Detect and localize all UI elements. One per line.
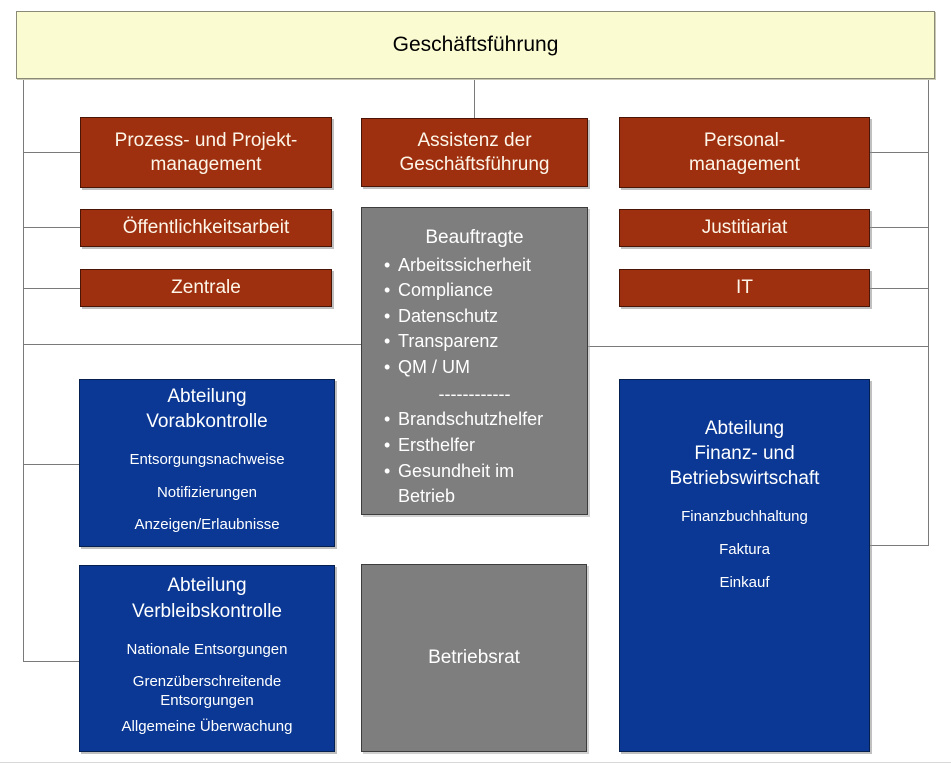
department-title-line2: Verbleibskontrolle xyxy=(132,600,282,622)
box-abteilung-finanz-und-betriebswirtschaft[interactable]: Abteilung Finanz- und Betriebswirtschaft… xyxy=(619,379,870,752)
list-item: Compliance xyxy=(384,278,587,304)
department-task: Faktura xyxy=(719,540,770,558)
department-task: Einkauf xyxy=(719,573,770,591)
box-label-line2: management xyxy=(150,153,262,175)
department-task: Finanzbuchhaltung xyxy=(681,508,808,526)
box-assistenz-der-geschaeftsfuehrung[interactable]: Assistenz der Geschäftsführung xyxy=(361,118,588,187)
connector-right-spine xyxy=(928,78,929,545)
department-task: Anzeigen/Erlaubnisse xyxy=(134,516,280,534)
list-item: Ersthelfer xyxy=(384,433,587,459)
department-task: Nationale Entsorgungen xyxy=(126,640,288,658)
connector-left-stub-3 xyxy=(23,288,81,289)
box-prozess-und-projektmanagement[interactable]: Prozess- und Projekt- management xyxy=(80,117,332,188)
box-oeffentlichkeitsarbeit[interactable]: Öffentlichkeitsarbeit xyxy=(80,209,332,247)
box-label-line1: IT xyxy=(736,277,753,299)
list-item: Arbeitssicherheit xyxy=(384,253,587,279)
department-title-line3: Betriebswirtschaft xyxy=(669,468,820,490)
department-title: Abteilung Verbleibskontrolle xyxy=(132,573,282,623)
department-title-line1: Abteilung xyxy=(167,575,247,597)
department-title-line2: Vorabkontrolle xyxy=(146,410,268,432)
list-item: Datenschutz xyxy=(384,304,587,330)
department-task: Notifizierungen xyxy=(156,483,258,501)
connector-divider-left xyxy=(23,344,362,345)
department-title: Abteilung Finanz- und Betriebswirtschaft xyxy=(670,416,820,491)
box-abteilung-verbleibskontrolle[interactable]: Abteilung Verbleibskontrolle Nationale E… xyxy=(79,565,335,752)
list-item: Gesundheit im xyxy=(384,459,587,485)
box-label: Betriebsrat xyxy=(428,647,520,668)
beauftragte-list-secondary: Brandschutzhelfer Ersthelfer Gesundheit … xyxy=(362,407,587,509)
department-task: Entsorgungsnachweise xyxy=(129,450,285,468)
department-title: Abteilung Vorabkontrolle xyxy=(146,384,267,434)
beauftragte-list-primary: Arbeitssicherheit Compliance Datenschutz… xyxy=(362,253,587,381)
connector-left-stub-4 xyxy=(23,464,81,465)
box-it[interactable]: IT xyxy=(619,269,870,307)
connector-divider-right xyxy=(587,346,929,347)
box-label-line1: Öffentlichkeitsarbeit xyxy=(122,217,290,239)
box-label-line2: management xyxy=(689,153,800,175)
connector-right-stub-3 xyxy=(869,288,929,289)
box-geschaeftsfuehrung[interactable]: Geschäftsführung xyxy=(16,11,935,79)
box-beauftragte[interactable]: Beauftragte Arbeitssicherheit Compliance… xyxy=(361,207,588,515)
beauftragte-separator: ------------ xyxy=(438,384,511,405)
connector-left-stub-2 xyxy=(23,227,81,228)
box-label-line1: Assistenz der xyxy=(417,130,532,152)
connector-center-stem xyxy=(474,78,475,118)
box-justitiariat[interactable]: Justitiariat xyxy=(619,209,870,247)
list-item: Brandschutzhelfer xyxy=(384,407,587,433)
connector-right-stub-4 xyxy=(869,545,929,546)
list-item-continuation: Betrieb xyxy=(398,486,456,507)
box-label-line1: Justitiariat xyxy=(701,217,788,239)
footer-rule xyxy=(0,762,951,763)
department-task: Allgemeine Überwachung xyxy=(121,717,293,735)
box-label-line1: Personal- xyxy=(703,130,786,152)
department-task: Grenzüberschreitende Entsorgungen xyxy=(133,673,281,711)
beauftragte-title: Beauftragte xyxy=(425,227,524,248)
department-task-line1: Grenzüberschreitende xyxy=(132,673,282,691)
list-item: QM / UM xyxy=(384,355,587,381)
box-betriebsrat[interactable]: Betriebsrat xyxy=(361,564,587,752)
department-title-line2: Finanz- und xyxy=(694,443,795,465)
list-item: Transparenz xyxy=(384,329,587,355)
box-zentrale[interactable]: Zentrale xyxy=(80,269,332,307)
connector-left-stub-5 xyxy=(23,661,81,662)
box-label-line1: Prozess- und Projekt- xyxy=(114,130,298,152)
connector-left-spine xyxy=(23,78,24,662)
box-label: Geschäftsführung xyxy=(392,33,559,56)
department-task-line2: Entsorgungen xyxy=(160,692,254,710)
box-personalmanagement[interactable]: Personal- management xyxy=(619,117,870,188)
connector-left-stub-1 xyxy=(23,152,81,153)
department-title-line1: Abteilung xyxy=(704,418,785,439)
box-label-line1: Zentrale xyxy=(171,277,241,299)
box-abteilung-vorabkontrolle[interactable]: Abteilung Vorabkontrolle Entsorgungsnach… xyxy=(79,379,335,547)
connector-right-stub-2 xyxy=(869,227,929,228)
department-title-line1: Abteilung xyxy=(167,385,247,407)
connector-right-stub-1 xyxy=(869,152,929,153)
box-label-line2: Geschäftsführung xyxy=(399,153,550,175)
